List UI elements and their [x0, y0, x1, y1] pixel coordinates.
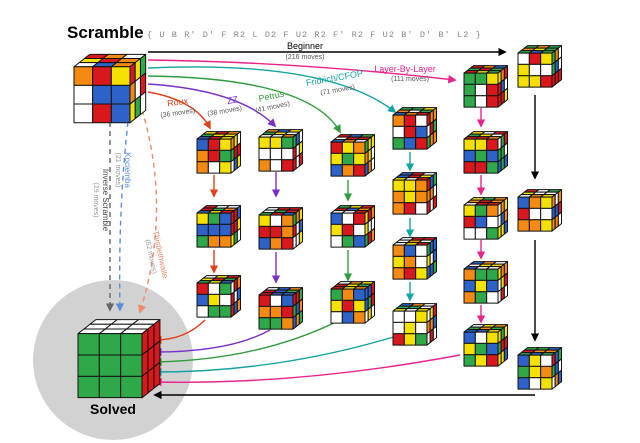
- cube-petrus-step-3: [330, 281, 376, 324]
- method-label-lbl: Layer-By-Layer: [374, 64, 436, 74]
- cube-roux-step-2: [196, 205, 242, 248]
- cube-petrus-step-1: [330, 134, 376, 177]
- method-moves-lbl: (111 moves): [391, 76, 429, 83]
- thistlethwaite-arrow: [138, 109, 158, 314]
- cube-zz-step-2: [258, 207, 304, 250]
- method-moves-zz: (38 moves): [207, 105, 243, 118]
- cube-beginner-step-3: [517, 347, 563, 390]
- zz-arrow-final: [153, 329, 271, 357]
- method-label-inverse: Inverse Scramble: [101, 169, 110, 232]
- cube-cfop-step-1: [392, 107, 438, 150]
- method-moves-kociemba: (21 moves): [114, 152, 121, 187]
- method-label-cfop: Fridrich/CFOP: [305, 68, 363, 88]
- cfop-arrow-final: [153, 334, 401, 377]
- method-moves-beginner: (216 moves): [286, 54, 325, 61]
- cube-beginner-step-1: [517, 45, 563, 88]
- method-label-roux: Roux: [166, 96, 189, 109]
- method-label-kociemba: Kociemba: [123, 152, 132, 188]
- petrus-arrow-final: [153, 319, 341, 367]
- cube-cfop-step-4: [392, 303, 438, 346]
- lbl-arrow-top: [147, 59, 457, 84]
- method-label-zz: ZZ: [226, 94, 239, 106]
- petrus-arrow-top: [147, 75, 341, 134]
- cube-beginner-step-2: [517, 189, 563, 232]
- diagram-title: Scramble: [67, 23, 144, 42]
- cube-states: [73, 45, 563, 399]
- cube-lbl-step-1: [463, 65, 509, 108]
- cube-cfop-step-2: [392, 172, 438, 215]
- cube-zz-step-3: [258, 287, 304, 330]
- solved-label: Solved: [90, 401, 136, 417]
- zz-arrow-top: [147, 83, 277, 128]
- method-moves-cfop: (71 moves): [320, 84, 356, 97]
- kociemba-arrow: [115, 121, 129, 312]
- cube-lbl-step-3: [463, 197, 509, 240]
- roux-arrow-top: [147, 91, 211, 130]
- scramble-sequence: { U B R' D' F R2 L D2 F U2 R2 F' R2 F U2…: [147, 30, 482, 40]
- cube-lbl-step-2: [463, 131, 509, 174]
- method-moves-inverse: (19 moves): [92, 182, 99, 217]
- method-arrows: [105, 47, 540, 400]
- cube-roux-step-3: [196, 275, 242, 318]
- cube-lbl-step-5: [463, 324, 509, 367]
- cube-zz-step-1: [258, 129, 304, 172]
- method-label-beginner: Beginner: [287, 41, 323, 51]
- cube-cfop-step-3: [392, 237, 438, 280]
- solved-cube: [77, 319, 161, 399]
- cube-roux-step-1: [196, 131, 242, 174]
- cube-petrus-step-2: [330, 205, 376, 248]
- lbl-arrow-final: [153, 354, 461, 387]
- cube-lbl-step-4: [463, 261, 509, 304]
- cfop-arrow-top: [147, 66, 397, 114]
- scrambled-cube: [73, 53, 147, 124]
- method-moves-roux: (36 moves): [160, 108, 196, 120]
